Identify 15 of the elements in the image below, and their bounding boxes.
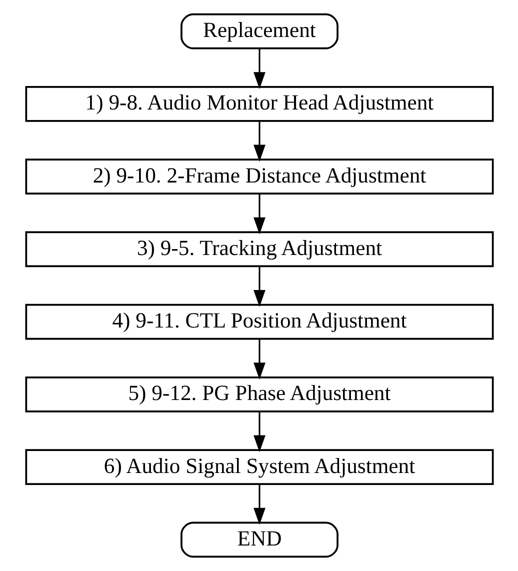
node-box: 4) 9-11. CTL Position Adjustment	[24, 304, 494, 340]
arrow	[253, 122, 265, 162]
node-box: 6) Audio Signal System Adjustment	[24, 449, 494, 485]
node-box: 3) 9-5. Tracking Adjustment	[24, 231, 494, 268]
arrow	[253, 49, 265, 90]
arrow	[253, 266, 265, 308]
arrow	[253, 194, 265, 234]
arrow	[253, 412, 265, 452]
node-box: 5) 9-12. PG Phase Adjustment	[24, 376, 494, 412]
node-box: Replacement	[180, 13, 338, 50]
node-box: 1) 9-8. Audio Monitor Head Adjustment	[24, 86, 494, 122]
arrow	[253, 340, 265, 380]
node-box: END	[180, 522, 338, 558]
arrow	[253, 484, 265, 525]
node-box: 2) 9-10. 2-Frame Distance Adjustment	[24, 158, 494, 194]
